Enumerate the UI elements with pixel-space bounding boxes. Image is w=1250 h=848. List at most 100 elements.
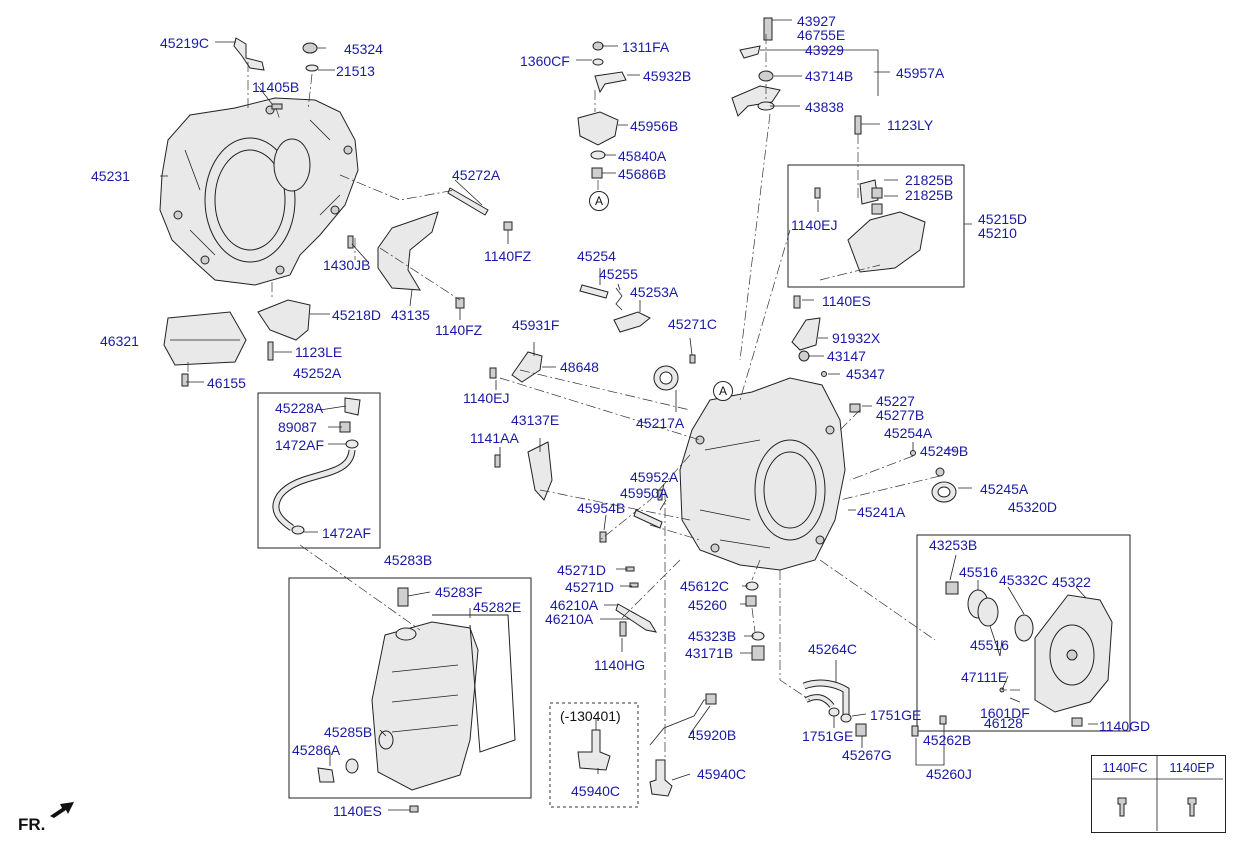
spring-45255	[615, 287, 623, 311]
cap-45686B	[591, 167, 603, 179]
bolt-1140ES-a	[793, 295, 801, 309]
bolt-1140HG	[619, 621, 627, 637]
label-43171B: 43171B	[685, 645, 734, 661]
bolt-43927	[763, 17, 773, 41]
pin-45254	[579, 284, 609, 299]
label-1141AA: 1141AA	[470, 430, 519, 446]
bracket-45219C	[233, 37, 265, 71]
label-1751GE-a: 1751GE	[870, 707, 922, 723]
label-1751GE-b: 1751GE	[802, 728, 854, 744]
label-45254: 45254	[577, 248, 616, 264]
bolt-1140EJ-a	[814, 187, 821, 199]
front-direction-label: FR.	[18, 815, 46, 834]
seal-45840A	[590, 150, 606, 160]
label-45931F: 45931F	[512, 317, 560, 333]
seal-45332C	[1014, 614, 1034, 642]
label-1123LE: 1123LE	[295, 344, 343, 360]
magnet-45285B	[378, 730, 394, 750]
nut-1311FA	[592, 41, 604, 51]
label-45271D-a: 45271D	[557, 562, 607, 578]
hose-assembly-box	[257, 392, 381, 549]
detent-45931F	[511, 351, 543, 383]
clamp-1472AF-b	[291, 525, 305, 535]
label-45950A: 45950A	[620, 485, 669, 501]
label-1472AF-b: 1472AF	[322, 525, 372, 541]
bolt-46155	[181, 373, 189, 387]
label-21825B-b: 21825B	[905, 187, 954, 203]
label-1140FZ-a: 1140FZ	[484, 248, 532, 264]
label-45920B: 45920B	[688, 727, 737, 743]
label-45218D: 45218D	[332, 307, 382, 323]
label-43838: 43838	[805, 99, 844, 115]
plug-45283F	[397, 587, 409, 607]
plug-43171B	[751, 645, 765, 661]
label-48648: 48648	[560, 359, 599, 375]
label-45227: 45227	[876, 393, 915, 409]
label-45254A: 45254A	[884, 425, 933, 441]
bolt-1123LE	[267, 341, 274, 361]
plug-45249B	[935, 467, 945, 477]
filter-46321	[163, 311, 247, 366]
label-45271D-b: 45271D	[565, 579, 615, 595]
clamp-1472AF-a	[345, 439, 359, 449]
bracket-45957A	[731, 85, 781, 117]
front-arrow-icon	[50, 802, 74, 818]
bolt-icon-1140EP	[1187, 797, 1197, 817]
label-45686B: 45686B	[618, 166, 667, 182]
label-45264C: 45264C	[808, 641, 858, 657]
plug-45260	[745, 595, 757, 607]
label-45322: 45322	[1052, 574, 1091, 590]
label-45217A: 45217A	[636, 415, 685, 431]
label-45260J: 45260J	[926, 766, 972, 782]
switch-45956B	[577, 111, 619, 146]
solenoid-box	[787, 164, 965, 288]
label-1601DF: 1601DF	[980, 705, 1030, 721]
label-46210A-b: 46210A	[545, 611, 594, 627]
label-45940C-b: 45940C	[697, 766, 747, 782]
label-45282E: 45282E	[473, 599, 522, 615]
bolt-1140GD	[1071, 717, 1083, 727]
label-45286A: 45286A	[292, 742, 341, 758]
plug-45324	[302, 42, 318, 54]
clamp-1751GE-b	[828, 707, 840, 717]
pin-1430JB	[347, 235, 354, 249]
sensor-45940C-b	[649, 759, 673, 797]
label-43135: 43135	[391, 307, 430, 323]
cover-assembly-box	[916, 534, 1131, 732]
label-45347: 45347	[846, 366, 885, 382]
label-45320D: 45320D	[1008, 499, 1058, 515]
label-45840A: 45840A	[618, 148, 667, 164]
label-1140EJ-a: 1140EJ	[791, 217, 838, 233]
label-45283F: 45283F	[435, 584, 483, 600]
label-1430JB: 1430JB	[323, 257, 371, 273]
ball-45347	[821, 371, 827, 377]
bolt-1140ES-b	[409, 805, 419, 813]
label-21825B-a: 21825B	[905, 172, 954, 188]
connector-21825B-a	[871, 187, 883, 199]
label-45215D: 45215D	[978, 211, 1028, 227]
label-47111E: 47111E	[961, 669, 1008, 685]
label-46755E: 46755E	[797, 27, 846, 43]
gasket-21513	[305, 64, 319, 72]
label-45516-b: 45516	[970, 637, 1009, 653]
bolt-45954B	[599, 531, 607, 543]
label-45957A: 45957A	[896, 65, 945, 81]
label-43929: 43929	[805, 42, 844, 58]
label-45210: 45210	[978, 225, 1017, 241]
plug-43253B	[945, 581, 959, 595]
label-1472AF-a: 1472AF	[275, 437, 325, 453]
label-45253A: 45253A	[630, 284, 679, 300]
label-43714B: 43714B	[805, 68, 854, 84]
variant-box-130401	[549, 702, 639, 808]
label-45249B: 45249B	[920, 443, 969, 459]
label-43147: 43147	[827, 348, 866, 364]
label-91932X: 91932X	[832, 330, 881, 346]
fastener-col-1140EP: 1140EP	[1169, 760, 1215, 775]
plug-45262B	[911, 725, 919, 737]
label-1140GD: 1140GD	[1099, 718, 1151, 734]
gasket-45282E	[432, 614, 516, 753]
label-46321: 46321	[100, 333, 139, 349]
label-45932B: 45932B	[643, 68, 692, 84]
